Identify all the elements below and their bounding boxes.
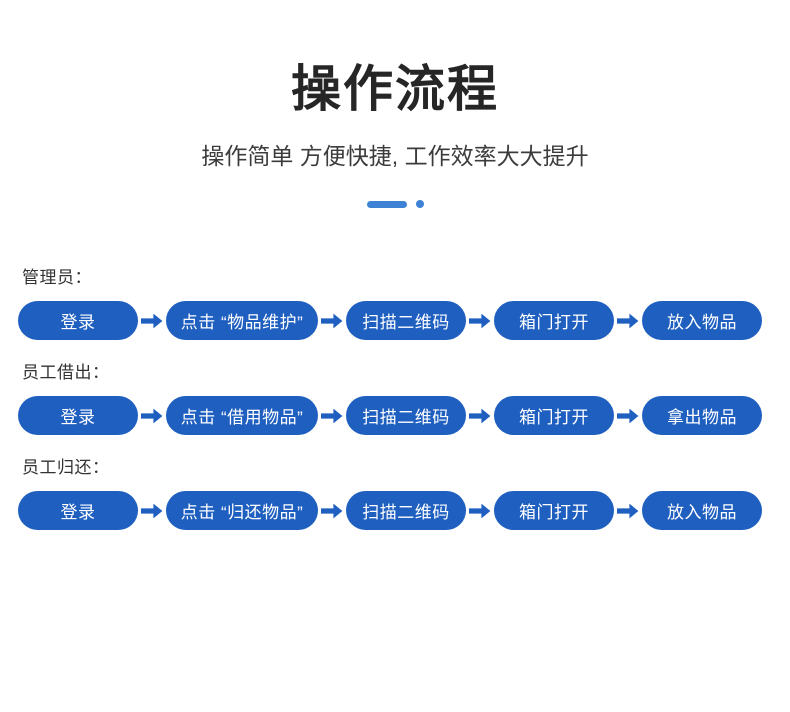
page-header: 操作流程 操作简单 方便快捷, 工作效率大大提升 xyxy=(0,0,790,208)
decoration-bar xyxy=(366,200,407,208)
flow-step-pill[interactable]: 箱门打开 xyxy=(494,491,614,530)
flow-step-pill[interactable]: 登录 xyxy=(18,301,138,340)
arrow-right-icon xyxy=(614,503,642,519)
arrow-right-icon xyxy=(318,313,346,329)
flow-step-pill[interactable]: 扫描二维码 xyxy=(346,491,466,530)
flow-row: 登录 点击 “物品维护” 扫描二维码 箱门打开 放入物品 xyxy=(0,301,790,340)
page-title: 操作流程 xyxy=(291,61,499,117)
arrow-right-icon xyxy=(614,313,642,329)
page-subtitle: 操作简单 方便快捷, 工作效率大大提升 xyxy=(201,143,589,169)
arrow-right-icon xyxy=(466,503,494,519)
flow-row: 登录 点击 “归还物品” 扫描二维码 箱门打开 放入物品 xyxy=(0,491,790,530)
flow-step-pill[interactable]: 放入物品 xyxy=(642,301,762,340)
arrow-right-icon xyxy=(138,408,166,424)
flow-step-pill[interactable]: 箱门打开 xyxy=(494,396,614,435)
decoration-divider xyxy=(0,171,790,208)
arrow-right-icon xyxy=(466,408,494,424)
flow-step-pill[interactable]: 登录 xyxy=(18,396,138,435)
flow-group-admin: 管理员： 登录 点击 “物品维护” 扫描二维码 箱门打开 放入物品 xyxy=(0,263,790,340)
flow-group-label: 员工归还： xyxy=(22,458,110,477)
flow-group-return: 员工归还： 登录 点击 “归还物品” 扫描二维码 箱门打开 放入物品 xyxy=(0,453,790,530)
flow-group-label: 管理员： xyxy=(22,268,92,287)
arrow-right-icon xyxy=(138,503,166,519)
flow-group-label: 员工借出： xyxy=(22,363,110,382)
flow-step-pill[interactable]: 扫描二维码 xyxy=(346,301,466,340)
flow-step-pill[interactable]: 登录 xyxy=(18,491,138,530)
flow-step-pill[interactable]: 放入物品 xyxy=(642,491,762,530)
flow-group-borrow: 员工借出： 登录 点击 “借用物品” 扫描二维码 箱门打开 拿出物品 xyxy=(0,358,790,435)
arrow-right-icon xyxy=(466,313,494,329)
decoration-dot xyxy=(415,200,424,208)
arrow-right-icon xyxy=(138,313,166,329)
arrow-right-icon xyxy=(318,503,346,519)
flow-step-pill[interactable]: 扫描二维码 xyxy=(346,396,466,435)
flow-step-pill[interactable]: 点击 “物品维护” xyxy=(166,301,318,340)
flow-section: 管理员： 登录 点击 “物品维护” 扫描二维码 箱门打开 放入物品 员工借出： … xyxy=(0,208,790,530)
flow-step-pill[interactable]: 拿出物品 xyxy=(642,396,762,435)
flow-row: 登录 点击 “借用物品” 扫描二维码 箱门打开 拿出物品 xyxy=(0,396,790,435)
flow-step-pill[interactable]: 点击 “借用物品” xyxy=(166,396,318,435)
arrow-right-icon xyxy=(318,408,346,424)
arrow-right-icon xyxy=(614,408,642,424)
flow-step-pill[interactable]: 箱门打开 xyxy=(494,301,614,340)
flow-step-pill[interactable]: 点击 “归还物品” xyxy=(166,491,318,530)
